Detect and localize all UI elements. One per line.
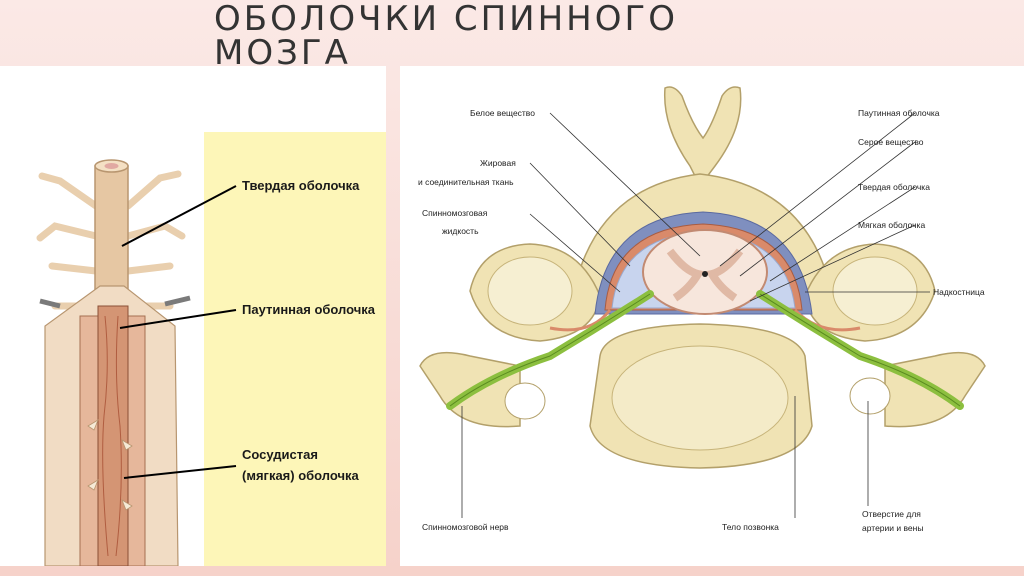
spinous-process <box>663 86 742 188</box>
dura-pointer <box>121 185 237 247</box>
label-dura: Твердая оболочка <box>858 182 930 192</box>
label-background <box>204 132 386 566</box>
label-fat-line2: и соединительная ткань <box>418 177 514 187</box>
vertebra-cross-section-figure: Белое вещество Жировая и соединительная … <box>400 66 1024 566</box>
label-dura-mater: Твердая оболочка <box>242 178 360 193</box>
spinal-cord-longitudinal-illustration: Твердая оболочка Паутинная оболочка Сосу… <box>36 132 386 566</box>
label-foramen-line1: Отверстие для <box>862 509 921 519</box>
pia-pointer <box>123 465 237 479</box>
label-pia-mater-line2: (мягкая) оболочка <box>242 468 360 483</box>
label-periosteum: Надкостница <box>933 287 985 297</box>
label-foramen-line2: артерии и вены <box>862 523 923 533</box>
vertebra-cross-section-illustration: Белое вещество Жировая и соединительная … <box>418 86 986 533</box>
arachnoid-pointer <box>119 309 237 329</box>
label-vertebral-body: Тело позвонка <box>722 522 779 532</box>
label-fat-line1: Жировая <box>480 158 516 168</box>
label-pia: Мягкая оболочка <box>858 220 925 230</box>
label-arachnoid-mater: Паутинная оболочка <box>242 302 376 317</box>
spinal-cord-longitudinal-figure: Твердая оболочка Паутинная оболочка Сосу… <box>0 66 386 566</box>
label-csf-line2: жидкость <box>442 226 479 236</box>
slide-title: ОБОЛОЧКИ СПИННОГО МОЗГА <box>214 0 678 73</box>
label-white-matter: Белое вещество <box>470 108 535 118</box>
label-pia-mater-line1: Сосудистая <box>242 447 318 462</box>
label-gray-matter: Серое вещество <box>858 137 924 147</box>
label-csf-line1: Спинномозговая <box>422 208 488 218</box>
label-arachnoid: Паутинная оболочка <box>858 108 940 118</box>
label-spinal-nerve: Спинномозговой нерв <box>422 522 509 532</box>
